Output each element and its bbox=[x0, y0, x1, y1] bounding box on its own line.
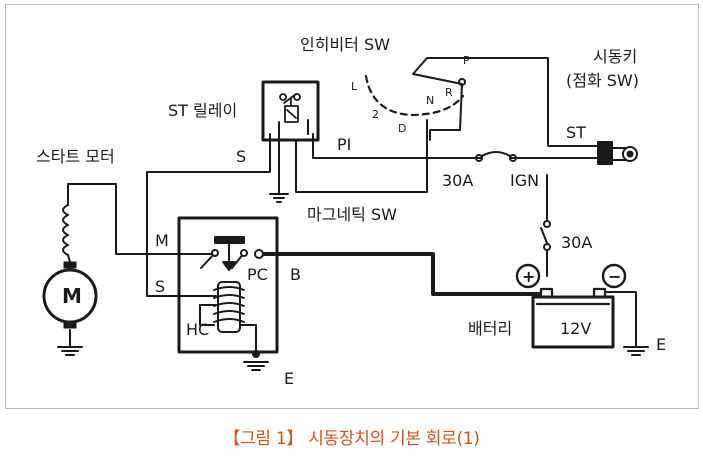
ground-relay bbox=[269, 193, 289, 203]
m-terminal-label: M bbox=[155, 231, 169, 250]
st-relay-label: ST 릴레이 bbox=[168, 101, 237, 120]
ground-motor bbox=[57, 346, 83, 356]
magnetic-plunger bbox=[214, 236, 245, 271]
battery-minus-terminal bbox=[601, 263, 627, 289]
st-relay-contact bbox=[279, 93, 301, 123]
plus-sign: + bbox=[522, 267, 535, 286]
minus-sign: − bbox=[608, 267, 621, 286]
ground-battery bbox=[623, 346, 649, 356]
magnetic-switch-label: 마그네틱 SW bbox=[307, 205, 397, 224]
ign-terminal-label: IGN bbox=[510, 171, 539, 190]
magnetic-coil bbox=[213, 281, 245, 333]
hc-label: HC bbox=[186, 320, 209, 339]
shift-position-p: P bbox=[463, 54, 470, 67]
battery-plus-terminal bbox=[515, 263, 541, 289]
st-relay-box bbox=[261, 80, 320, 142]
relay-s-terminal-label: S bbox=[236, 147, 246, 166]
battery-fuse bbox=[543, 220, 551, 251]
battery-symbol bbox=[515, 263, 627, 349]
shift-position-d: D bbox=[398, 122, 406, 135]
ground-magnetic bbox=[243, 350, 269, 371]
caption-title: 시동장치의 기본 회로(1) bbox=[308, 429, 480, 449]
shift-position-2: 2 bbox=[372, 108, 379, 121]
caption-figure-number: 그림 1 bbox=[240, 429, 287, 449]
shift-position-l: L bbox=[351, 80, 358, 93]
battery-label: 배터리 bbox=[468, 319, 512, 338]
ignition-key-sublabel: (점화 SW) bbox=[566, 71, 639, 90]
caption-bracket-open: 【 bbox=[223, 429, 241, 449]
battery-voltage: 12V bbox=[560, 319, 591, 338]
magnetic-switch-box bbox=[177, 216, 279, 354]
s-terminal-label: S bbox=[155, 277, 165, 296]
shift-position-r: R bbox=[445, 86, 453, 99]
ignition-key bbox=[597, 141, 638, 165]
field-coil bbox=[62, 204, 69, 256]
ign-fuse bbox=[475, 151, 517, 162]
pi-terminal-label: PI bbox=[337, 135, 351, 154]
motor-m-label: M bbox=[62, 284, 82, 308]
inhibitor-pivot bbox=[458, 78, 466, 86]
starter-circuit-diagram: 인히비터 SW 시동키 (점화 SW) ST 릴레이 스타트 모터 S PI S… bbox=[36, 35, 666, 388]
shift-position-n: N bbox=[426, 94, 434, 107]
b-terminal-label: B bbox=[290, 265, 301, 284]
pc-label: PC bbox=[247, 265, 268, 284]
battery-ground-e-label: E bbox=[656, 335, 666, 354]
battery-fuse-rating: 30A bbox=[561, 233, 592, 252]
ground-e-label: E bbox=[284, 369, 294, 388]
ignition-key-label: 시동키 bbox=[593, 47, 637, 66]
battery-cable bbox=[257, 252, 543, 296]
starter-motor-label: 스타트 모터 bbox=[36, 147, 115, 166]
inhibitor-switch-label: 인히비터 SW bbox=[300, 35, 390, 54]
st-terminal-label: ST bbox=[566, 123, 586, 142]
caption-bracket-close: 】 bbox=[286, 429, 304, 449]
ign-fuse-rating: 30A bbox=[442, 171, 473, 190]
figure-caption: 【그림 1】 시동장치의 기본 회로(1) bbox=[0, 424, 703, 449]
